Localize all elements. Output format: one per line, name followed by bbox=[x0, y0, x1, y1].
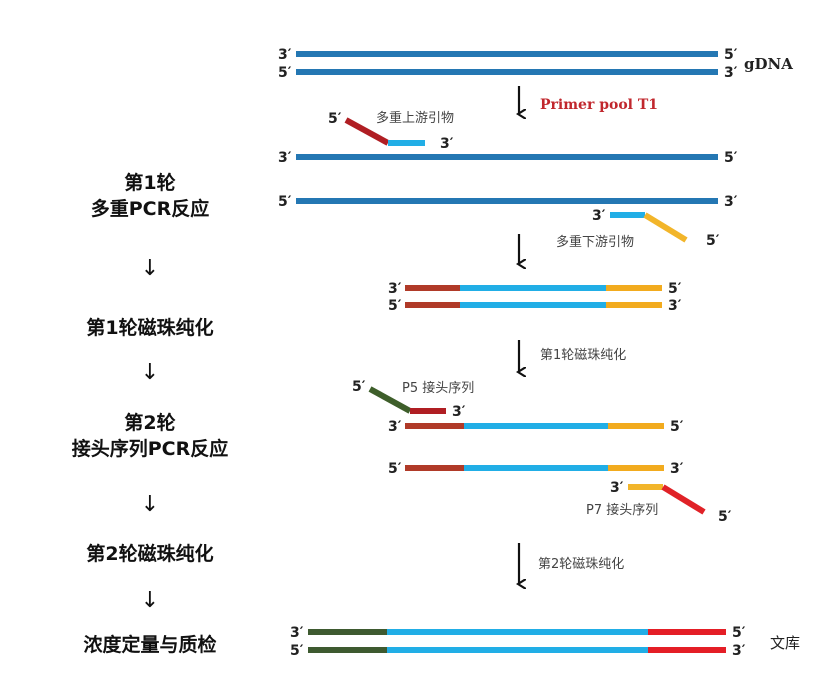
step-adapter-pcr: 第2轮 接头序列PCR反应 bbox=[0, 410, 300, 462]
p5-adapter-5-end: 5′ bbox=[352, 379, 366, 395]
p7-adapter-3-end: 3′ bbox=[610, 480, 624, 496]
workflow-arrow-1: ↓ bbox=[140, 256, 160, 281]
amplicon-top-left-end: 3′ bbox=[388, 281, 402, 297]
step-adapter-pcr-line2: 接头序列PCR反应 bbox=[71, 438, 229, 460]
gdna-top-right-end: 5′ bbox=[724, 47, 738, 63]
step-adapter-pcr-line1: 第2轮 bbox=[124, 412, 176, 434]
gdna-bottom-right-end: 3′ bbox=[724, 65, 738, 81]
round2-top-right-end: 5′ bbox=[670, 419, 684, 435]
amplicon-bottom-left-end: 5′ bbox=[388, 298, 402, 314]
forward-primers-label: 多重上游引物 bbox=[376, 110, 454, 126]
p7-adapter-label: P7 接头序列 bbox=[586, 502, 658, 518]
reverse-primer-5-end: 5′ bbox=[706, 233, 720, 249]
purification-1-label: 第1轮磁珠纯化 bbox=[540, 348, 626, 363]
primer-pool-label: Primer pool T1 bbox=[540, 97, 658, 113]
step-quantification-qc: 浓度定量与质检 bbox=[83, 634, 217, 656]
step-first-pcr: 第1轮 多重PCR反应 bbox=[0, 170, 300, 222]
round2-bottom-left-end: 5′ bbox=[388, 461, 402, 477]
p5-adapter-label: P5 接头序列 bbox=[402, 380, 474, 396]
p5-adapter-3-end: 3′ bbox=[452, 404, 466, 420]
forward-primer-3-end: 3′ bbox=[440, 136, 454, 152]
reverse-primer-3-end: 3′ bbox=[592, 208, 606, 224]
workflow-arrow-3: ↓ bbox=[140, 492, 160, 517]
gdna-bottom-left-end: 5′ bbox=[278, 65, 292, 81]
p5-adapter-tail bbox=[368, 386, 412, 414]
template-top-left-end: 3′ bbox=[278, 150, 292, 166]
gdna-top-left-end: 3′ bbox=[278, 47, 292, 63]
forward-primer-tail bbox=[344, 117, 390, 146]
round2-bottom-right-end: 3′ bbox=[670, 461, 684, 477]
library-bottom-left-end: 5′ bbox=[290, 643, 304, 659]
workflow-arrow-2: ↓ bbox=[140, 360, 160, 385]
step-first-pcr-line1: 第1轮 bbox=[124, 172, 176, 194]
step-first-purification: 第1轮磁珠纯化 bbox=[86, 317, 214, 339]
library-top-left-end: 3′ bbox=[290, 625, 304, 641]
round2-top-left-end: 3′ bbox=[388, 419, 402, 435]
template-bottom-left-end: 5′ bbox=[278, 194, 292, 210]
reverse-primer-tail bbox=[643, 212, 688, 243]
library-top-right-end: 5′ bbox=[732, 625, 746, 641]
reverse-primers-label: 多重下游引物 bbox=[556, 234, 634, 250]
forward-primer-5-end: 5′ bbox=[328, 111, 342, 127]
amplicon-top-right-end: 5′ bbox=[668, 281, 682, 297]
p7-adapter-5-end: 5′ bbox=[718, 509, 732, 525]
purification-2-label: 第2轮磁珠纯化 bbox=[538, 557, 624, 572]
p7-adapter-tail bbox=[661, 484, 706, 515]
step-second-purification: 第2轮磁珠纯化 bbox=[86, 543, 214, 565]
gdna-label: gDNA bbox=[744, 55, 793, 73]
library-label: 文库 bbox=[770, 634, 800, 652]
template-top-right-end: 5′ bbox=[724, 150, 738, 166]
library-bottom-right-end: 3′ bbox=[732, 643, 746, 659]
step-first-pcr-line2: 多重PCR反应 bbox=[90, 198, 210, 220]
amplicon-bottom-right-end: 3′ bbox=[668, 298, 682, 314]
workflow-arrow-4: ↓ bbox=[140, 588, 160, 613]
template-bottom-right-end: 3′ bbox=[724, 194, 738, 210]
